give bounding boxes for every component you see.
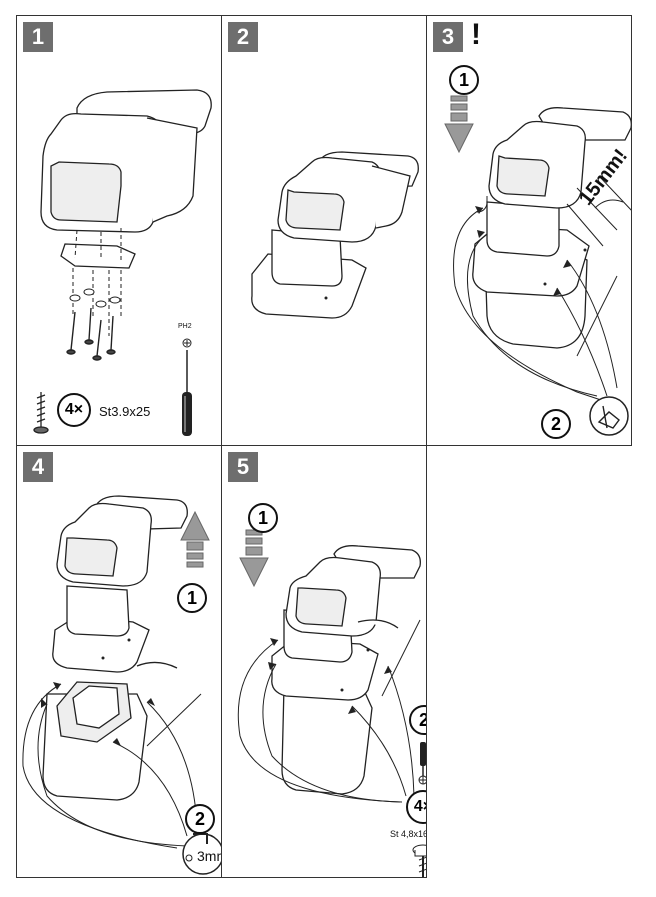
arrow-down-icon [239,529,269,588]
step-1-panel: 1 [16,15,222,446]
step-2-illustration [251,151,419,319]
step-5-panel: 5 [221,445,427,878]
step-5-illustration [237,529,426,877]
callout-1: 1 [248,503,278,533]
step-5-badge: 5 [228,452,258,482]
step-2-badge: 2 [228,22,258,52]
step-1-illustration [33,89,212,436]
dimension-label: 3mm [197,848,221,864]
callout-1: 1 [177,583,207,613]
step-3-badge: 3 [433,22,463,52]
step-2-panel: 2 [221,15,427,446]
driver-label: PH2 [178,323,192,330]
arrow-down-icon [444,95,474,154]
instruction-grid: 1 [16,15,632,878]
step-3-panel: 3 ! [426,15,632,446]
step-4-illustration [22,495,221,875]
callout-2: 2 [185,804,215,834]
screw-spec: St3.9x25 [99,404,151,419]
step-1-badge: 1 [23,22,53,52]
screwdriver-icon [418,742,426,785]
step-4-badge: 4 [23,452,53,482]
screwdriver-icon [182,338,192,436]
step-4-panel: 4 [16,445,222,878]
screw-spec: St 4,8x16 [390,829,427,839]
step-3-illustration [444,95,631,436]
screw-icon [33,392,49,434]
callout-1: 1 [449,65,479,95]
screw-icon [412,844,426,877]
tool-icon [589,396,629,436]
callout-2: 2 [541,409,571,439]
arrow-up-icon [180,510,210,568]
screw-quantity: 4× [57,393,91,427]
warning-mark: ! [471,18,481,51]
